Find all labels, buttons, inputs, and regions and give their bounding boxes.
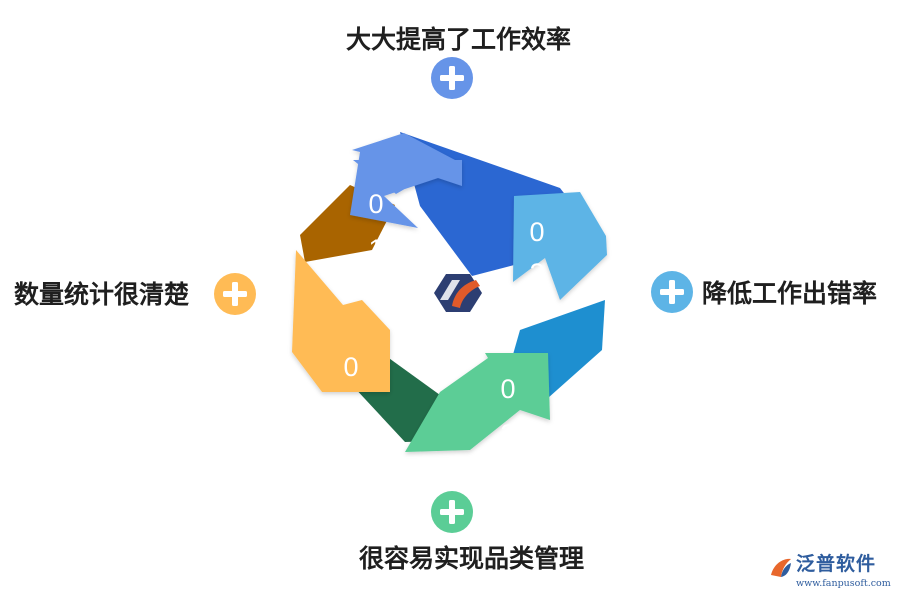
hexagon-logo-icon xyxy=(434,274,482,312)
segment-3-arrow xyxy=(405,353,550,452)
plus-icon-bottom xyxy=(431,491,473,533)
segment-4-number-top: 0 xyxy=(343,352,358,382)
fanpu-logo-icon xyxy=(771,558,791,577)
segment-4-number-bottom: 4 xyxy=(343,393,358,423)
segment-1-number-bottom: 1 xyxy=(368,234,383,264)
label-left: 数量统计很清楚 xyxy=(14,280,190,309)
label-bottom: 很容易实现品类管理 xyxy=(359,544,585,573)
label-right: 降低工作出错率 xyxy=(702,279,878,308)
segment-3-number-top: 0 xyxy=(500,374,515,404)
plus-icon-top xyxy=(431,57,473,99)
segment-2-number-top: 0 xyxy=(529,217,544,247)
plus-icon-right xyxy=(651,271,693,313)
plus-icon-left xyxy=(214,273,256,315)
segment-3-number-bottom: 3 xyxy=(500,419,515,449)
segment-1-number-top: 0 xyxy=(368,189,383,219)
segment-2-arrow xyxy=(513,192,607,300)
brand-url: www.fanpusoft.com xyxy=(796,578,891,589)
segment-4-arrow xyxy=(292,250,390,392)
label-top: 大大提高了工作效率 xyxy=(346,25,572,54)
brand-watermark: 泛普软件 www.fanpusoft.com xyxy=(768,553,894,597)
brand-name: 泛普软件 xyxy=(796,553,877,575)
segment-1-arrow xyxy=(350,133,462,228)
segment-2-number-bottom: 2 xyxy=(529,258,544,288)
